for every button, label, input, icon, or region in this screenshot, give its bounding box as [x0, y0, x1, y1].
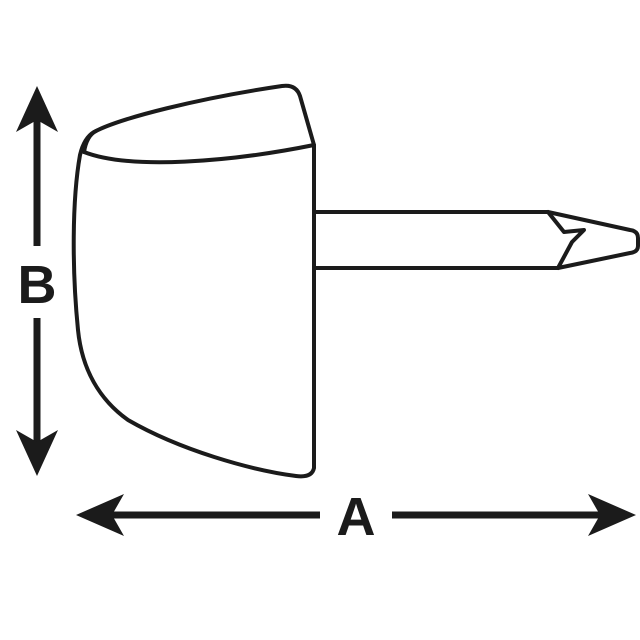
dimension-a-arrow-left-icon — [76, 494, 124, 536]
furniture-glide-head — [71, 83, 316, 479]
dimension-b: B — [16, 86, 58, 476]
pin-shaft — [312, 210, 640, 270]
pin-tip-groove — [546, 210, 586, 270]
dimension-b-arrow-up-icon — [16, 86, 58, 132]
nail-pin — [312, 210, 640, 270]
head-body — [71, 83, 316, 479]
dimension-b-arrow-down-icon — [16, 430, 58, 476]
dimension-a-arrow-right-icon — [588, 494, 636, 536]
dimension-b-label: B — [18, 255, 57, 315]
head-top-edge — [82, 143, 316, 165]
dimension-a-label: A — [337, 487, 376, 547]
dimension-a: A — [76, 487, 636, 547]
head-inner-contour — [82, 129, 98, 154]
